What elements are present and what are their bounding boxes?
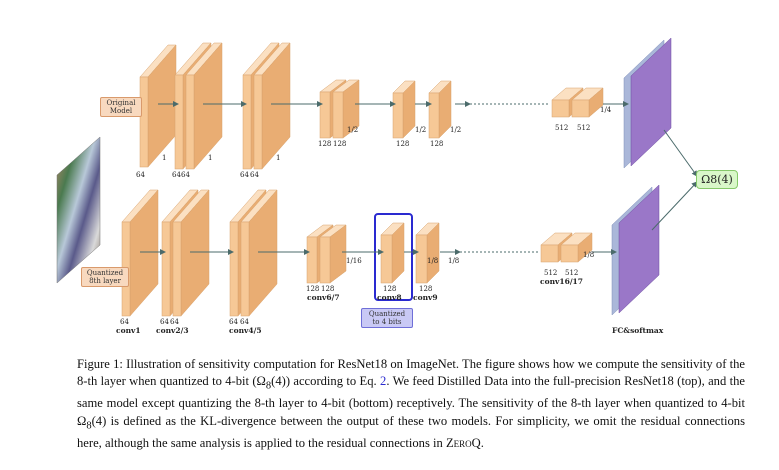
original-model-label: Original Model <box>100 97 142 117</box>
top-conv1-front <box>139 76 149 168</box>
top-conv2a-front <box>174 74 184 170</box>
top-dim-label: 128 <box>333 140 347 148</box>
stage-name-label: conv8 <box>377 293 402 302</box>
input-image <box>56 136 101 284</box>
bot-dim-label: 64 <box>240 318 249 326</box>
top-conv2b-front <box>185 74 195 170</box>
caption-label: Figure 1: <box>77 357 123 371</box>
bot-conv6a-front <box>306 236 318 284</box>
top-fc-purple <box>630 37 672 167</box>
bot-conv9-front <box>415 234 428 284</box>
bot-dim-label: 64 <box>229 318 238 326</box>
method-name: ZeroQ <box>445 435 481 450</box>
spatial-scale-label: 1 <box>162 154 167 162</box>
top-dim-label: 128 <box>318 140 332 148</box>
spatial-scale-label: 1/8 <box>427 257 439 265</box>
spatial-scale-label: 1/16 <box>346 257 362 265</box>
bot-conv16-front <box>540 244 559 263</box>
equation-link[interactable]: 2 <box>380 374 387 389</box>
bot-conv2a-front <box>161 221 171 317</box>
caption-part4: (4) is defined as the KL-divergence betw… <box>77 413 745 450</box>
network-diagram-svg <box>56 37 698 317</box>
top-conv9-front <box>428 92 440 139</box>
bot-conv17-front <box>560 244 579 263</box>
caption-end: . <box>480 435 484 450</box>
stage-name-label: conv4/5 <box>229 326 262 335</box>
top-conv4a-front <box>242 74 252 170</box>
fc-softmax-label: FC&softmax <box>612 326 664 335</box>
resnet-sensitivity-diagram: Original Model Quantized 8th layer Quant… <box>56 37 738 335</box>
top-conv16-front <box>551 99 570 118</box>
top-dim-label: 64 <box>240 171 249 179</box>
spatial-scale-label: 1/4 <box>600 106 612 114</box>
top-dim-label: 64 <box>181 171 190 179</box>
bot-dim-label: 128 <box>383 285 397 293</box>
caption-part2: (4)) according to Eq. <box>271 374 381 389</box>
bot-conv4b-front <box>240 221 250 317</box>
bot-dim-label: 64 <box>170 318 179 326</box>
stage-name-label: conv2/3 <box>156 326 189 335</box>
caption-part1: Illustration of sensitivity computation … <box>77 357 745 389</box>
caption-part3: . We feed Distilled Data into the full-p… <box>77 374 746 428</box>
bot-dim-label: 128 <box>321 285 335 293</box>
top-conv6b-front <box>332 91 344 139</box>
top-dim-label: 64 <box>250 171 259 179</box>
stage-name-label: conv9 <box>413 293 438 302</box>
spatial-scale-label: 1/2 <box>450 126 462 134</box>
spatial-scale-label: 1/2 <box>347 126 359 134</box>
spatial-scale-label: 1 <box>276 154 281 162</box>
bot-dim-label: 128 <box>419 285 433 293</box>
caption-sub2: 8 <box>86 420 92 432</box>
bot-conv4a-front <box>229 221 239 317</box>
spatial-scale-label: 1/8 <box>583 251 595 259</box>
top-dim-label: 64 <box>172 171 181 179</box>
bot-to-output-arrow <box>651 181 698 231</box>
stage-name-label: conv6/7 <box>307 293 340 302</box>
bot-dim-label: 128 <box>306 285 320 293</box>
bot-dim-label: 512 <box>544 269 558 277</box>
bot-conv8-front <box>380 234 393 284</box>
top-conv6a-front <box>319 91 331 139</box>
quantized-model-label: Quantized 8th layer <box>81 267 129 287</box>
bot-conv6b-front <box>319 236 331 284</box>
bot-conv2b-front <box>172 221 182 317</box>
bot-dim-label: 64 <box>120 318 129 326</box>
bot-dim-label: 64 <box>160 318 169 326</box>
spatial-scale-label: 1/2 <box>415 126 427 134</box>
caption-sub1: 8 <box>265 380 272 392</box>
conv8-highlight-box <box>374 213 413 301</box>
top-dim-label: 128 <box>396 140 410 148</box>
bot-fc-purple <box>618 184 660 314</box>
top-dim-label: 512 <box>577 124 591 132</box>
top-dim-label: 128 <box>430 140 444 148</box>
top-conv4b-front <box>253 74 263 170</box>
sensitivity-output-box: Ω8(4) <box>696 170 738 189</box>
top-conv17-front <box>571 99 590 118</box>
top-dim-label: 512 <box>555 124 569 132</box>
quantized-4bit-label: Quantized to 4 bits <box>361 308 413 328</box>
spatial-scale-label: 1/8 <box>448 257 460 265</box>
bot-dim-label: 512 <box>565 269 579 277</box>
stage-name-label: conv1 <box>116 326 141 335</box>
top-to-output-arrow <box>663 129 698 177</box>
figure-caption: Figure 1: Illustration of sensitivity co… <box>77 356 745 452</box>
spatial-scale-label: 1 <box>208 154 213 162</box>
top-conv8-front <box>392 92 404 139</box>
top-dim-label: 64 <box>136 171 145 179</box>
stage-name-label: conv16/17 <box>540 277 583 286</box>
